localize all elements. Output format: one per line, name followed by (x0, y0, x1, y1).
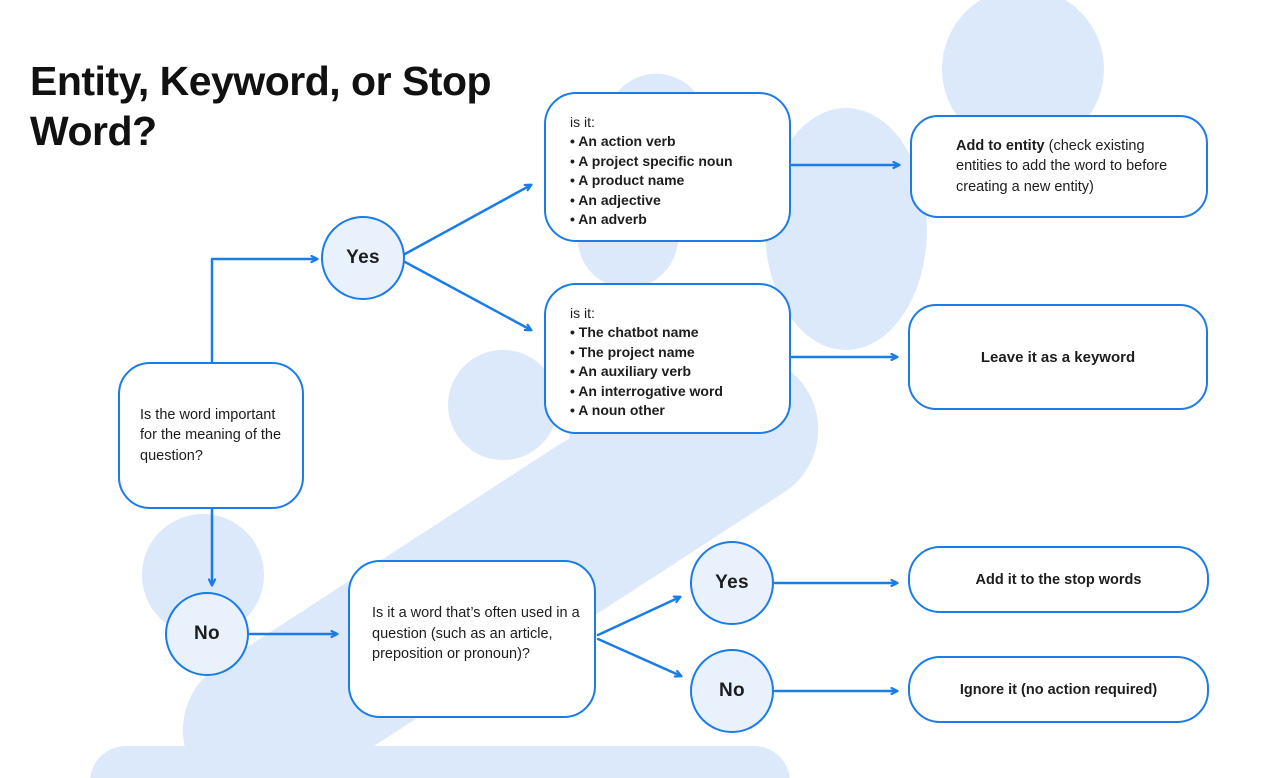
list-lead: is it: (570, 114, 595, 130)
bullet-item: A product name (570, 171, 779, 191)
bullet-item: The project name (570, 343, 779, 363)
decision-box-entity-check: is it: An action verb A project specific… (544, 92, 791, 242)
decision-text: Is the word important for the meaning of… (140, 406, 282, 464)
decision-box-word-important: Is the word important for the meaning of… (118, 362, 304, 509)
bullet-item: The chatbot name (570, 323, 779, 343)
result-text: Ignore it (no action required) (959, 681, 1158, 698)
result-box-leave-keyword: Leave it as a keyword (908, 304, 1208, 410)
background-blob (448, 350, 558, 460)
branch-circle-no-left: No (165, 592, 249, 676)
bullet-list-entity: An action verb A project specific noun A… (570, 132, 779, 230)
bullet-item: A noun other (570, 401, 779, 421)
bullet-item: An interrogative word (570, 382, 779, 402)
result-text: Leave it as a keyword (980, 348, 1136, 366)
bullet-item: An adverb (570, 210, 779, 230)
connector-yes-to-entity-check (403, 185, 531, 256)
branch-circle-yes-bottom: Yes (690, 541, 774, 625)
result-box-add-stopwords: Add it to the stop words (908, 546, 1209, 613)
bullet-item: An auxiliary verb (570, 362, 779, 382)
connector-important-to-yes (210, 259, 317, 363)
connector-yes-to-keyword-check (403, 260, 531, 330)
branch-circle-yes-top: Yes (321, 216, 405, 300)
result-text-rest: (check existing entities to add the word… (956, 137, 1168, 195)
list-lead: is it: (570, 305, 595, 321)
result-box-ignore: Ignore it (no action required) (908, 656, 1209, 723)
result-text: Add it to the stop words (975, 571, 1142, 588)
branch-label: Yes (715, 572, 749, 593)
result-text: Add to entity (check existing entities t… (956, 136, 1168, 198)
background-blob (765, 108, 927, 350)
decision-box-stopword-question: Is it a word that’s often used in a ques… (348, 560, 596, 718)
bullet-item: An adjective (570, 191, 779, 211)
background-blob (90, 746, 790, 778)
connector-stopword-to-no (596, 637, 681, 676)
decision-text: Is it a word that’s often used in a ques… (372, 605, 580, 663)
branch-label: No (194, 623, 220, 644)
bullet-list-keyword: The chatbot name The project name An aux… (570, 323, 779, 421)
bullet-item: A project specific noun (570, 152, 779, 172)
result-box-add-to-entity: Add to entity (check existing entities t… (910, 115, 1208, 218)
decision-box-keyword-check: is it: The chatbot name The project name… (544, 283, 791, 434)
connector-stopword-to-yes (596, 597, 680, 637)
page-title: Entity, Keyword, or Stop Word? (30, 58, 492, 155)
bullet-item: An action verb (570, 132, 779, 152)
branch-label: No (719, 680, 745, 701)
branch-circle-no-bottom: No (690, 649, 774, 733)
branch-label: Yes (346, 247, 380, 268)
result-text-bold: Add to entity (956, 137, 1045, 154)
